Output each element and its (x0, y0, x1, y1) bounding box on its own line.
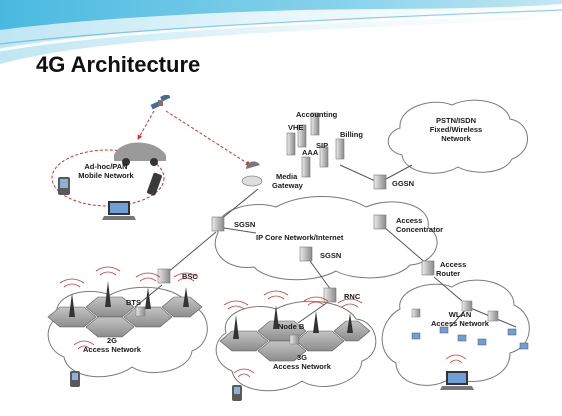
diagram-label-line: PSTN/ISDN (436, 116, 476, 125)
rnc-label: RNC (344, 292, 361, 301)
diagram-label-line: 3G (297, 353, 307, 362)
aaa-label: AAA (302, 148, 319, 157)
pda-icon-2g (70, 371, 80, 387)
phone-icon-adhoc (147, 172, 162, 196)
nodeb-node (289, 334, 300, 345)
link-sgsn-bsc (166, 231, 217, 274)
diagram-label-line: Access Network (83, 345, 142, 354)
slide-title: 4G Architecture (36, 52, 201, 77)
sgsn-node-center (299, 246, 313, 262)
link-router-wlan (433, 276, 463, 302)
diagram-label-line: Gateway (272, 181, 304, 190)
diagram-label-line: Media (276, 172, 298, 181)
bsc-node (157, 268, 171, 284)
ip-core-cloud (214, 196, 438, 281)
link-mediagw-sgsn (219, 188, 259, 221)
pstn-cloud (387, 99, 528, 174)
diagram-label-line: Access (396, 216, 422, 225)
access-router-node (421, 260, 435, 276)
bsc-label: BSC (182, 272, 198, 281)
ggsn-node (373, 174, 387, 190)
diagram-label-line: Fixed/Wireless (430, 125, 482, 134)
diagram-label-line: Access (440, 260, 466, 269)
diagram-label-line: WLAN (449, 310, 472, 319)
billing-label: Billing (340, 130, 363, 139)
network-clouds (214, 99, 530, 386)
2g-towers (69, 281, 189, 317)
diagram-label-line: Ad-hoc/PAN (84, 162, 127, 171)
wlan-terminals (411, 326, 529, 350)
3g-towers (233, 305, 353, 339)
accounting-label: Accounting (296, 110, 338, 119)
sgsn-center-label: SGSN (320, 251, 341, 260)
diagram-label-line: Access Network (431, 319, 490, 328)
pda-icon-3g (232, 385, 242, 401)
3g-radio-waves (223, 290, 363, 378)
laptop-icon-adhoc (102, 201, 136, 220)
link-rnc-nodeb (297, 301, 329, 324)
wlan-access-points (411, 300, 499, 322)
satellite-dish-icon (241, 161, 263, 187)
rnc-node (323, 287, 337, 303)
ggsn-label: GGSN (392, 179, 414, 188)
sgsn-node-left (211, 216, 225, 232)
slide-header-banner (0, 0, 562, 64)
bts-node (135, 306, 146, 317)
sip-label: SIP (316, 141, 328, 150)
bts-label: BTS (126, 298, 141, 307)
2g-radio-waves (59, 266, 199, 350)
wlan-cloud (381, 279, 530, 386)
diagram-label-line: Router (436, 269, 460, 278)
diagram-label-line: Concentrator (396, 225, 443, 234)
link-ggsn-pstn (385, 164, 413, 180)
vhe-label: VHE (288, 123, 303, 132)
2g-cell-grid (47, 296, 203, 338)
server-cluster (286, 112, 345, 178)
car-icon (114, 142, 166, 166)
sgsn-left-label: SGSN (234, 220, 255, 229)
wlan-radio-waves (445, 354, 467, 364)
link-sgsn-rnc (309, 260, 332, 291)
link-sgsn-core (223, 227, 257, 234)
link-concentrator-router (383, 226, 429, 266)
laptop-icon-wlan (440, 371, 474, 390)
diagram-label-line: Mobile Network (78, 171, 134, 180)
pda-icon-adhoc (58, 177, 70, 195)
satellite-icon (150, 95, 171, 110)
nodeb-label: Node B (278, 322, 305, 331)
diagram-label-line: 2G (107, 336, 117, 345)
diagram-label-line: Access Network (273, 362, 332, 371)
2g-network-cloud (47, 286, 208, 378)
access-concentrator-node (373, 214, 387, 230)
ip-core-label: IP Core Network/Internet (256, 233, 344, 242)
diagram-label-line: Network (441, 134, 471, 143)
